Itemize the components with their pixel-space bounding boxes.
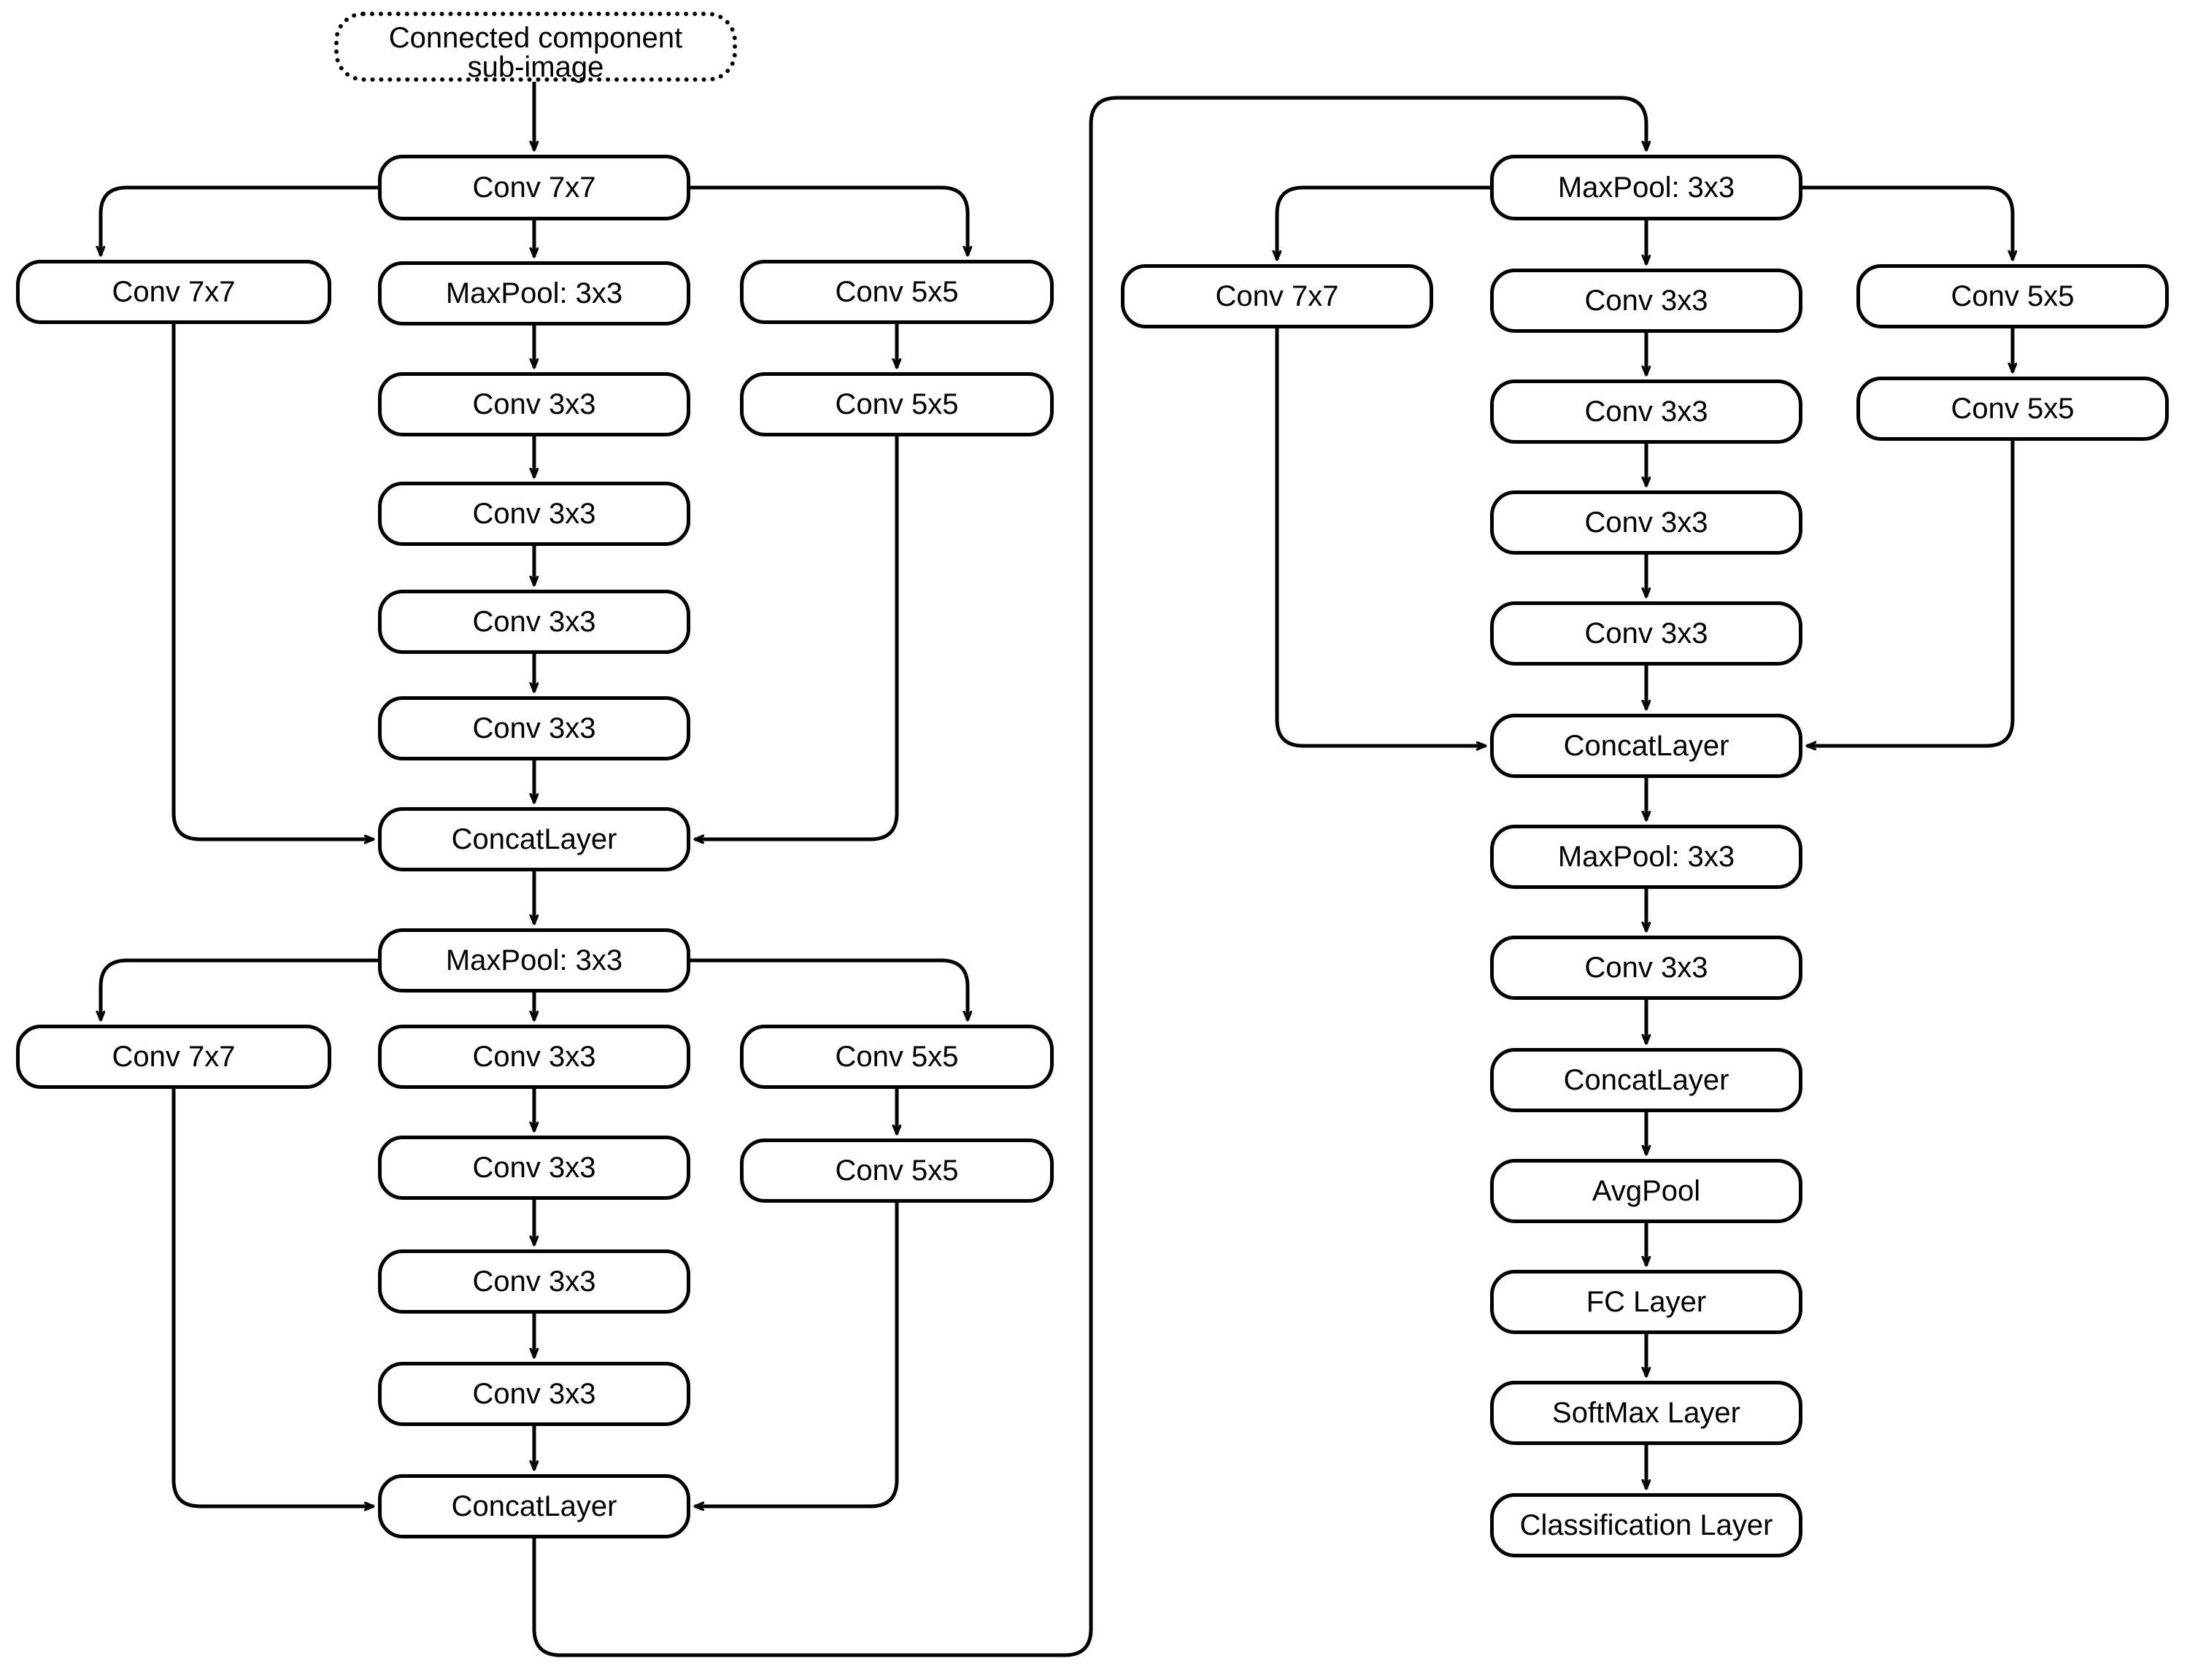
edge-stem-to-left7 bbox=[101, 185, 378, 255]
node-b3-conv3-3[interactable]: Conv 3x3 bbox=[1490, 490, 1802, 555]
node-label: Conv 3x3 bbox=[1584, 617, 1708, 650]
node-b2-concat[interactable]: ConcatLayer bbox=[378, 1474, 690, 1538]
node-b1-concat[interactable]: ConcatLayer bbox=[378, 807, 690, 871]
node-label: ConcatLayer bbox=[1563, 1064, 1729, 1096]
node-label: AvgPool bbox=[1592, 1175, 1701, 1207]
node-label: Conv 3x3 bbox=[472, 712, 596, 744]
edge-b2concat-to-b3pool bbox=[532, 96, 1646, 1657]
node-label: Conv 5x5 bbox=[835, 1155, 959, 1187]
edge-b3pool-to-right5 bbox=[1802, 185, 2013, 260]
node-label: Conv 7x7 bbox=[112, 276, 236, 308]
node-b3-concat-2[interactable]: ConcatLayer bbox=[1490, 1048, 1802, 1112]
node-label: SoftMax Layer bbox=[1552, 1397, 1740, 1429]
node-label: Conv 3x3 bbox=[472, 1378, 596, 1410]
node-b2-conv3-2[interactable]: Conv 3x3 bbox=[378, 1136, 690, 1200]
node-b2-conv3-1[interactable]: Conv 3x3 bbox=[378, 1025, 690, 1089]
node-label: Conv 5x5 bbox=[835, 276, 959, 308]
edge-b2pool-to-right5 bbox=[690, 958, 968, 1020]
node-label: MaxPool: 3x3 bbox=[445, 277, 623, 309]
node-b3-conv3-2[interactable]: Conv 3x3 bbox=[1490, 379, 1802, 444]
node-b3-left-conv7[interactable]: Conv 7x7 bbox=[1121, 264, 1433, 328]
node-b3-right-conv5-a[interactable]: Conv 5x5 bbox=[1856, 264, 2169, 328]
node-label: Conv 5x5 bbox=[835, 1041, 959, 1073]
node-label: Conv 3x3 bbox=[1584, 396, 1708, 428]
node-avgpool[interactable]: AvgPool bbox=[1490, 1159, 1802, 1223]
node-b1-maxpool[interactable]: MaxPool: 3x3 bbox=[378, 261, 690, 325]
edge-b1right-to-concat bbox=[695, 436, 899, 839]
edge-b2left-to-concat bbox=[171, 1089, 374, 1506]
node-label: Conv 3x3 bbox=[472, 498, 596, 530]
node-label: Conv 3x3 bbox=[472, 388, 596, 420]
node-b3-right-conv5-b[interactable]: Conv 5x5 bbox=[1856, 377, 2169, 441]
node-label: Conv 3x3 bbox=[472, 1041, 596, 1073]
node-label: Conv 7x7 bbox=[472, 172, 596, 204]
node-label: MaxPool: 3x3 bbox=[445, 944, 623, 976]
node-label: Conv 5x5 bbox=[1951, 393, 2075, 425]
node-label: Conv 7x7 bbox=[1215, 280, 1339, 312]
node-label: Conv 3x3 bbox=[472, 1265, 596, 1298]
node-b2-conv3-4[interactable]: Conv 3x3 bbox=[378, 1362, 690, 1426]
node-b1-stem-conv7[interactable]: Conv 7x7 bbox=[378, 155, 690, 220]
node-label: ConcatLayer bbox=[451, 823, 617, 855]
node-label: Classification Layer bbox=[1519, 1509, 1773, 1541]
node-b3-conv3-1[interactable]: Conv 3x3 bbox=[1490, 269, 1802, 333]
node-label: MaxPool: 3x3 bbox=[1557, 172, 1735, 204]
node-input-sub-image[interactable]: Connected component sub-image bbox=[334, 12, 737, 82]
input-label-line2: sub-image bbox=[467, 51, 604, 83]
node-fc-layer[interactable]: FC Layer bbox=[1490, 1270, 1802, 1334]
node-label: ConcatLayer bbox=[1563, 730, 1729, 762]
node-classification-layer[interactable]: Classification Layer bbox=[1490, 1493, 1802, 1557]
node-label: Conv 3x3 bbox=[472, 606, 596, 638]
edge-b3left-to-concat bbox=[1275, 328, 1486, 746]
edge-b1left-to-concat bbox=[171, 324, 374, 839]
node-b2-left-conv7[interactable]: Conv 7x7 bbox=[16, 1025, 331, 1089]
node-b2-maxpool[interactable]: MaxPool: 3x3 bbox=[378, 928, 690, 993]
node-b2-right-conv5-a[interactable]: Conv 5x5 bbox=[740, 1025, 1054, 1089]
node-b2-conv3-3[interactable]: Conv 3x3 bbox=[378, 1249, 690, 1314]
node-b1-conv3-4[interactable]: Conv 3x3 bbox=[378, 696, 690, 760]
input-label-line1: Connected component bbox=[388, 22, 683, 54]
node-label: Conv 3x3 bbox=[1584, 952, 1708, 984]
node-b3-conv3-4[interactable]: Conv 3x3 bbox=[1490, 601, 1802, 666]
node-b3-maxpool-2[interactable]: MaxPool: 3x3 bbox=[1490, 825, 1802, 889]
node-b2-right-conv5-b[interactable]: Conv 5x5 bbox=[740, 1138, 1054, 1203]
edge-b2pool-to-left7 bbox=[101, 958, 378, 1020]
node-label: Conv 3x3 bbox=[1584, 285, 1708, 317]
node-b3-concat[interactable]: ConcatLayer bbox=[1490, 714, 1802, 778]
edge-b3pool-to-left7 bbox=[1277, 185, 1490, 260]
node-b1-left-conv7[interactable]: Conv 7x7 bbox=[16, 260, 331, 324]
node-b1-conv3-2[interactable]: Conv 3x3 bbox=[378, 482, 690, 546]
node-label: Conv 5x5 bbox=[835, 388, 959, 420]
node-softmax-layer[interactable]: SoftMax Layer bbox=[1490, 1381, 1802, 1445]
node-label: Conv 7x7 bbox=[112, 1041, 236, 1073]
node-b1-conv3-3[interactable]: Conv 3x3 bbox=[378, 590, 690, 654]
node-b1-right-conv5-b[interactable]: Conv 5x5 bbox=[740, 372, 1054, 436]
node-label: Conv 3x3 bbox=[472, 1152, 596, 1184]
edge-stem-to-right5 bbox=[690, 185, 968, 255]
node-label: Conv 5x5 bbox=[1951, 280, 2075, 312]
node-b1-conv3-1[interactable]: Conv 3x3 bbox=[378, 372, 690, 436]
node-b3-maxpool[interactable]: MaxPool: 3x3 bbox=[1490, 155, 1802, 220]
node-label: ConcatLayer bbox=[451, 1490, 617, 1522]
node-label: Conv 3x3 bbox=[1584, 506, 1708, 539]
node-label: FC Layer bbox=[1586, 1286, 1707, 1318]
edge-b2right-to-concat bbox=[695, 1203, 899, 1506]
node-b1-right-conv5-a[interactable]: Conv 5x5 bbox=[740, 260, 1054, 324]
edge-b3right-to-concat bbox=[1807, 441, 2015, 746]
node-label: MaxPool: 3x3 bbox=[1557, 841, 1735, 873]
node-b3-conv3-tail[interactable]: Conv 3x3 bbox=[1490, 936, 1802, 1000]
